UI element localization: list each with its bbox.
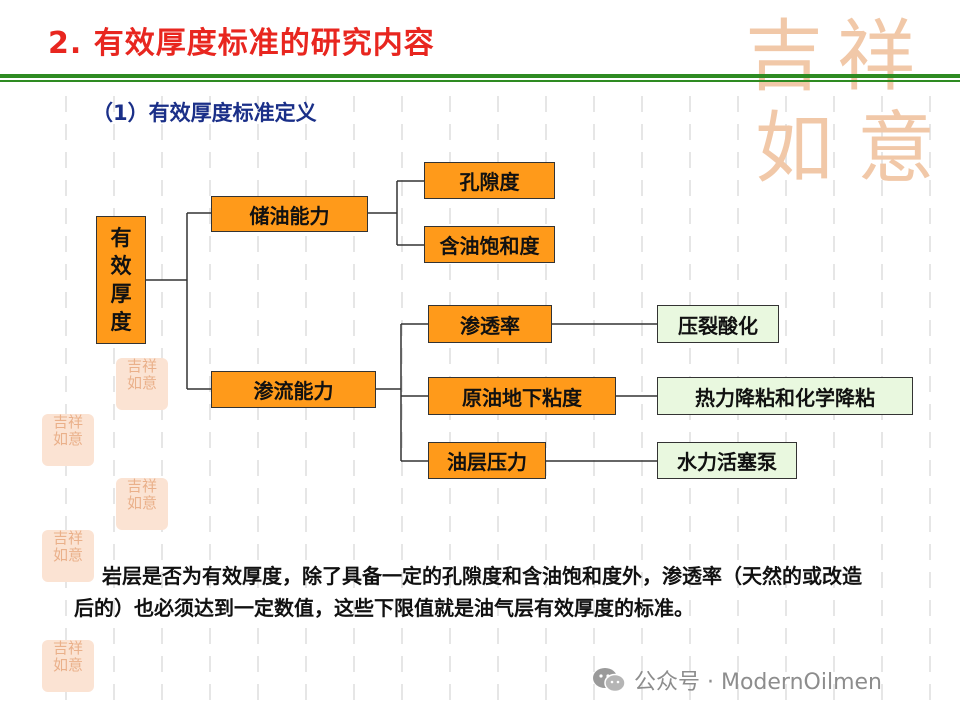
title-rule: [0, 74, 960, 78]
page-title: 2. 有效厚度标准的研究内容: [48, 26, 435, 61]
watermark-stamp: 吉祥 如意: [42, 640, 94, 692]
node-crude-viscosity: 原油地下粘度: [428, 377, 616, 415]
watermark-stamp: 吉祥 如意: [42, 414, 94, 466]
root-char: 有: [110, 226, 132, 250]
watermark-char: 意: [857, 104, 936, 194]
root-char: 效: [110, 254, 132, 278]
node-fracturing-acidizing: 压裂酸化: [657, 305, 779, 343]
definition-paragraph: 岩层是否为有效厚度，除了具备一定的孔隙度和含油饱和度外，渗透率（天然的或改造后的…: [74, 560, 874, 624]
watermark-char: 如: [755, 104, 834, 194]
section-subtitle: （1）有效厚度标准定义: [92, 101, 317, 125]
footer-watermark: 公众号 · ModernOilmen: [592, 664, 882, 696]
watermark-stamp: 吉祥 如意: [116, 478, 168, 530]
node-permeability: 渗透率: [428, 305, 552, 343]
wechat-icon: [593, 668, 626, 693]
footer-account-name: 公众号 · ModernOilmen: [634, 670, 882, 695]
watermark-stamp: 吉祥 如意: [42, 530, 94, 582]
node-porosity: 孔隙度: [424, 162, 555, 199]
root-char: 度: [110, 310, 132, 334]
node-oil-saturation: 含油饱和度: [424, 226, 555, 263]
root-char: 厚: [110, 282, 132, 306]
node-reservoir-pressure: 油层压力: [428, 442, 546, 479]
watermark-stamp: 吉祥 如意: [116, 358, 168, 410]
title-rule-thin: [0, 80, 960, 82]
watermark-char: 祥: [837, 12, 916, 102]
watermark-large: 吉 祥 如 意: [745, 0, 955, 194]
root-node-effective-thickness: 有 效 厚 度: [96, 216, 146, 344]
definition-text: 岩层是否为有效厚度，除了具备一定的孔隙度和含油饱和度外，渗透率（天然的或改造后的…: [74, 564, 862, 620]
node-viscosity-reduction: 热力降粘和化学降粘: [657, 377, 913, 415]
node-hydraulic-piston-pump: 水力活塞泵: [657, 442, 797, 479]
node-flow-capacity: 渗流能力: [211, 371, 376, 408]
watermark-char: 吉: [745, 12, 824, 102]
node-storage-capacity: 储油能力: [211, 196, 368, 232]
